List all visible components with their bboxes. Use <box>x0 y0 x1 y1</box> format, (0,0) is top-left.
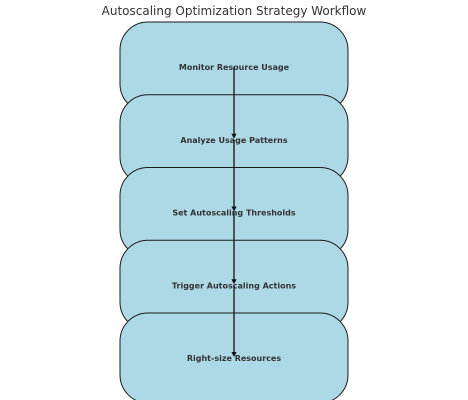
edge-analyze-to-thresholds <box>231 139 237 212</box>
arrow-head-icon <box>231 352 237 357</box>
arrow-head-icon <box>231 279 237 285</box>
edge-thresholds-to-trigger <box>231 212 237 285</box>
arrow-head-icon <box>231 133 237 139</box>
diagram-title: Autoscaling Optimization Strategy Workfl… <box>101 4 367 18</box>
edges-layer <box>231 67 237 357</box>
arrow-head-icon <box>231 206 237 212</box>
edge-trigger-to-rightsize <box>231 285 237 357</box>
edge-monitor-to-analyze <box>231 67 237 139</box>
node-label-rightsize: Right-size Resources <box>187 354 281 363</box>
